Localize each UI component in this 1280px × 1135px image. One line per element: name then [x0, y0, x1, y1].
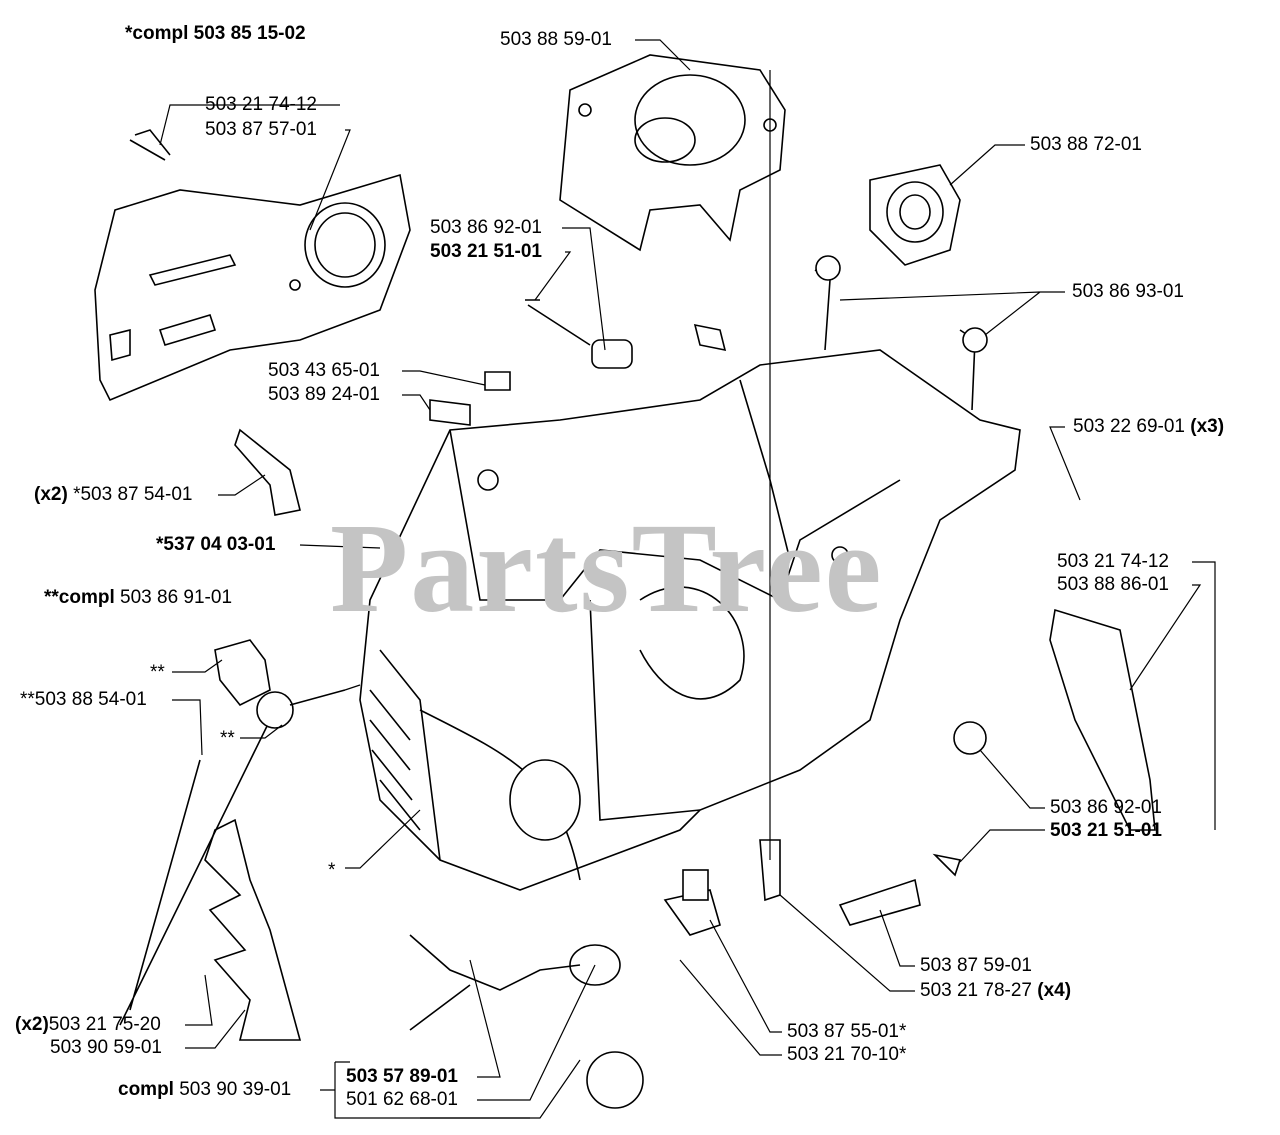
part-label: 503 88 59-01	[500, 29, 612, 51]
label-bold: 503 21 51-01	[430, 241, 542, 262]
label-text: 503 21 70-10*	[787, 1044, 907, 1065]
part-label: **503 88 54-01	[20, 689, 147, 711]
label-text: 503 21 78-27	[920, 980, 1038, 1001]
label-text: 503 86 93-01	[1072, 281, 1184, 302]
part-label: 503 88 72-01	[1030, 134, 1142, 156]
part-label: 503 88 86-01	[1057, 574, 1169, 596]
chain-guard-part	[1049, 608, 1156, 831]
label-text: 503 21 74-12	[1057, 551, 1169, 572]
part-label: 503 21 51-01	[430, 241, 542, 263]
air-filter-part	[869, 164, 961, 266]
part-label: 501 62 68-01	[346, 1089, 458, 1111]
label-bold: compl	[118, 1079, 180, 1100]
part-label: 503 87 55-01*	[787, 1021, 906, 1043]
label-text: 503 22 69-01	[1073, 416, 1191, 437]
label-text: 503 43 65-01	[268, 360, 380, 381]
assembly-label: *compl 503 85 15-02	[125, 23, 306, 45]
part-label: 503 57 89-01	[346, 1066, 458, 1088]
part-label: 503 22 69-01 (x3)	[1073, 416, 1224, 438]
part-label: 503 90 59-01	[50, 1037, 162, 1059]
label-text: 503 21 74-12	[205, 94, 317, 115]
leader-lines	[159, 39, 1216, 1119]
label-bold: (x2)	[15, 1014, 49, 1035]
label-text: 503 86 92-01	[1050, 797, 1162, 818]
label-text: 503 87 59-01	[920, 955, 1032, 976]
cylinder-cover-part	[559, 54, 786, 252]
label-text: 503 88 59-01	[500, 29, 612, 50]
label-text: 503 87 55-01*	[787, 1021, 907, 1042]
part-label: **	[150, 662, 165, 684]
assembly-label: **compl 503 86 91-01	[44, 587, 232, 609]
label-text: **	[150, 662, 165, 683]
bumper-spike-part	[204, 818, 302, 1041]
part-label: 503 21 51-01	[1050, 820, 1162, 842]
part-label: (x2) *503 87 54-01	[34, 484, 192, 506]
part-label: 503 21 74-12	[205, 94, 317, 116]
label-bold: (x2)	[34, 484, 74, 505]
part-label: *537 04 03-01	[156, 534, 275, 556]
label-text: **503 88 54-01	[20, 689, 147, 710]
part-label: 503 43 65-01	[268, 360, 380, 382]
label-text: 503 87 57-01	[205, 119, 317, 140]
part-label: **	[220, 728, 235, 750]
part-label: 503 87 57-01	[205, 119, 317, 141]
label-text: **	[220, 728, 235, 749]
part-label: (x2)503 21 75-20	[15, 1014, 161, 1036]
clutch-cover-part	[94, 173, 411, 402]
label-text: 503 88 72-01	[1030, 134, 1142, 155]
label-bold: *537 04 03-01	[156, 534, 276, 555]
label-text: 503 89 24-01	[268, 384, 380, 405]
small-parts	[119, 129, 988, 1109]
label-text: 503 88 86-01	[1057, 574, 1169, 595]
label-text: 501 62 68-01	[346, 1089, 458, 1110]
label-bold: **compl	[44, 587, 121, 608]
label-text: 503 21 75-20	[48, 1014, 161, 1035]
label-bold: (x4)	[1037, 980, 1072, 1001]
label-text: 503 86 91-01	[120, 587, 233, 608]
part-label: 503 86 93-01	[1072, 281, 1184, 303]
assembly-label: compl 503 90 39-01	[118, 1079, 291, 1101]
part-label: 503 21 78-27 (x4)	[920, 980, 1071, 1002]
label-text: 503 90 59-01	[50, 1037, 162, 1058]
label-bold: 503 21 51-01	[1050, 820, 1162, 841]
part-label: 503 21 74-12	[1057, 551, 1169, 573]
part-label: *	[328, 860, 335, 882]
label-text: *	[328, 860, 336, 881]
label-text: 503 90 39-01	[179, 1079, 292, 1100]
part-label: 503 86 92-01	[430, 217, 542, 239]
part-label: 503 21 70-10*	[787, 1044, 906, 1066]
part-label: 503 89 24-01	[268, 384, 380, 406]
part-label: 503 87 59-01	[920, 955, 1032, 977]
part-label: 503 86 92-01	[1050, 797, 1162, 819]
label-text: *503 87 54-01	[73, 484, 193, 505]
crankcase-part	[359, 349, 1021, 891]
label-text: 503 86 92-01	[430, 217, 542, 238]
label-bold: *compl 503 85 15-02	[125, 23, 306, 44]
label-bold: (x3)	[1190, 416, 1225, 437]
label-bold: 503 57 89-01	[346, 1066, 458, 1087]
